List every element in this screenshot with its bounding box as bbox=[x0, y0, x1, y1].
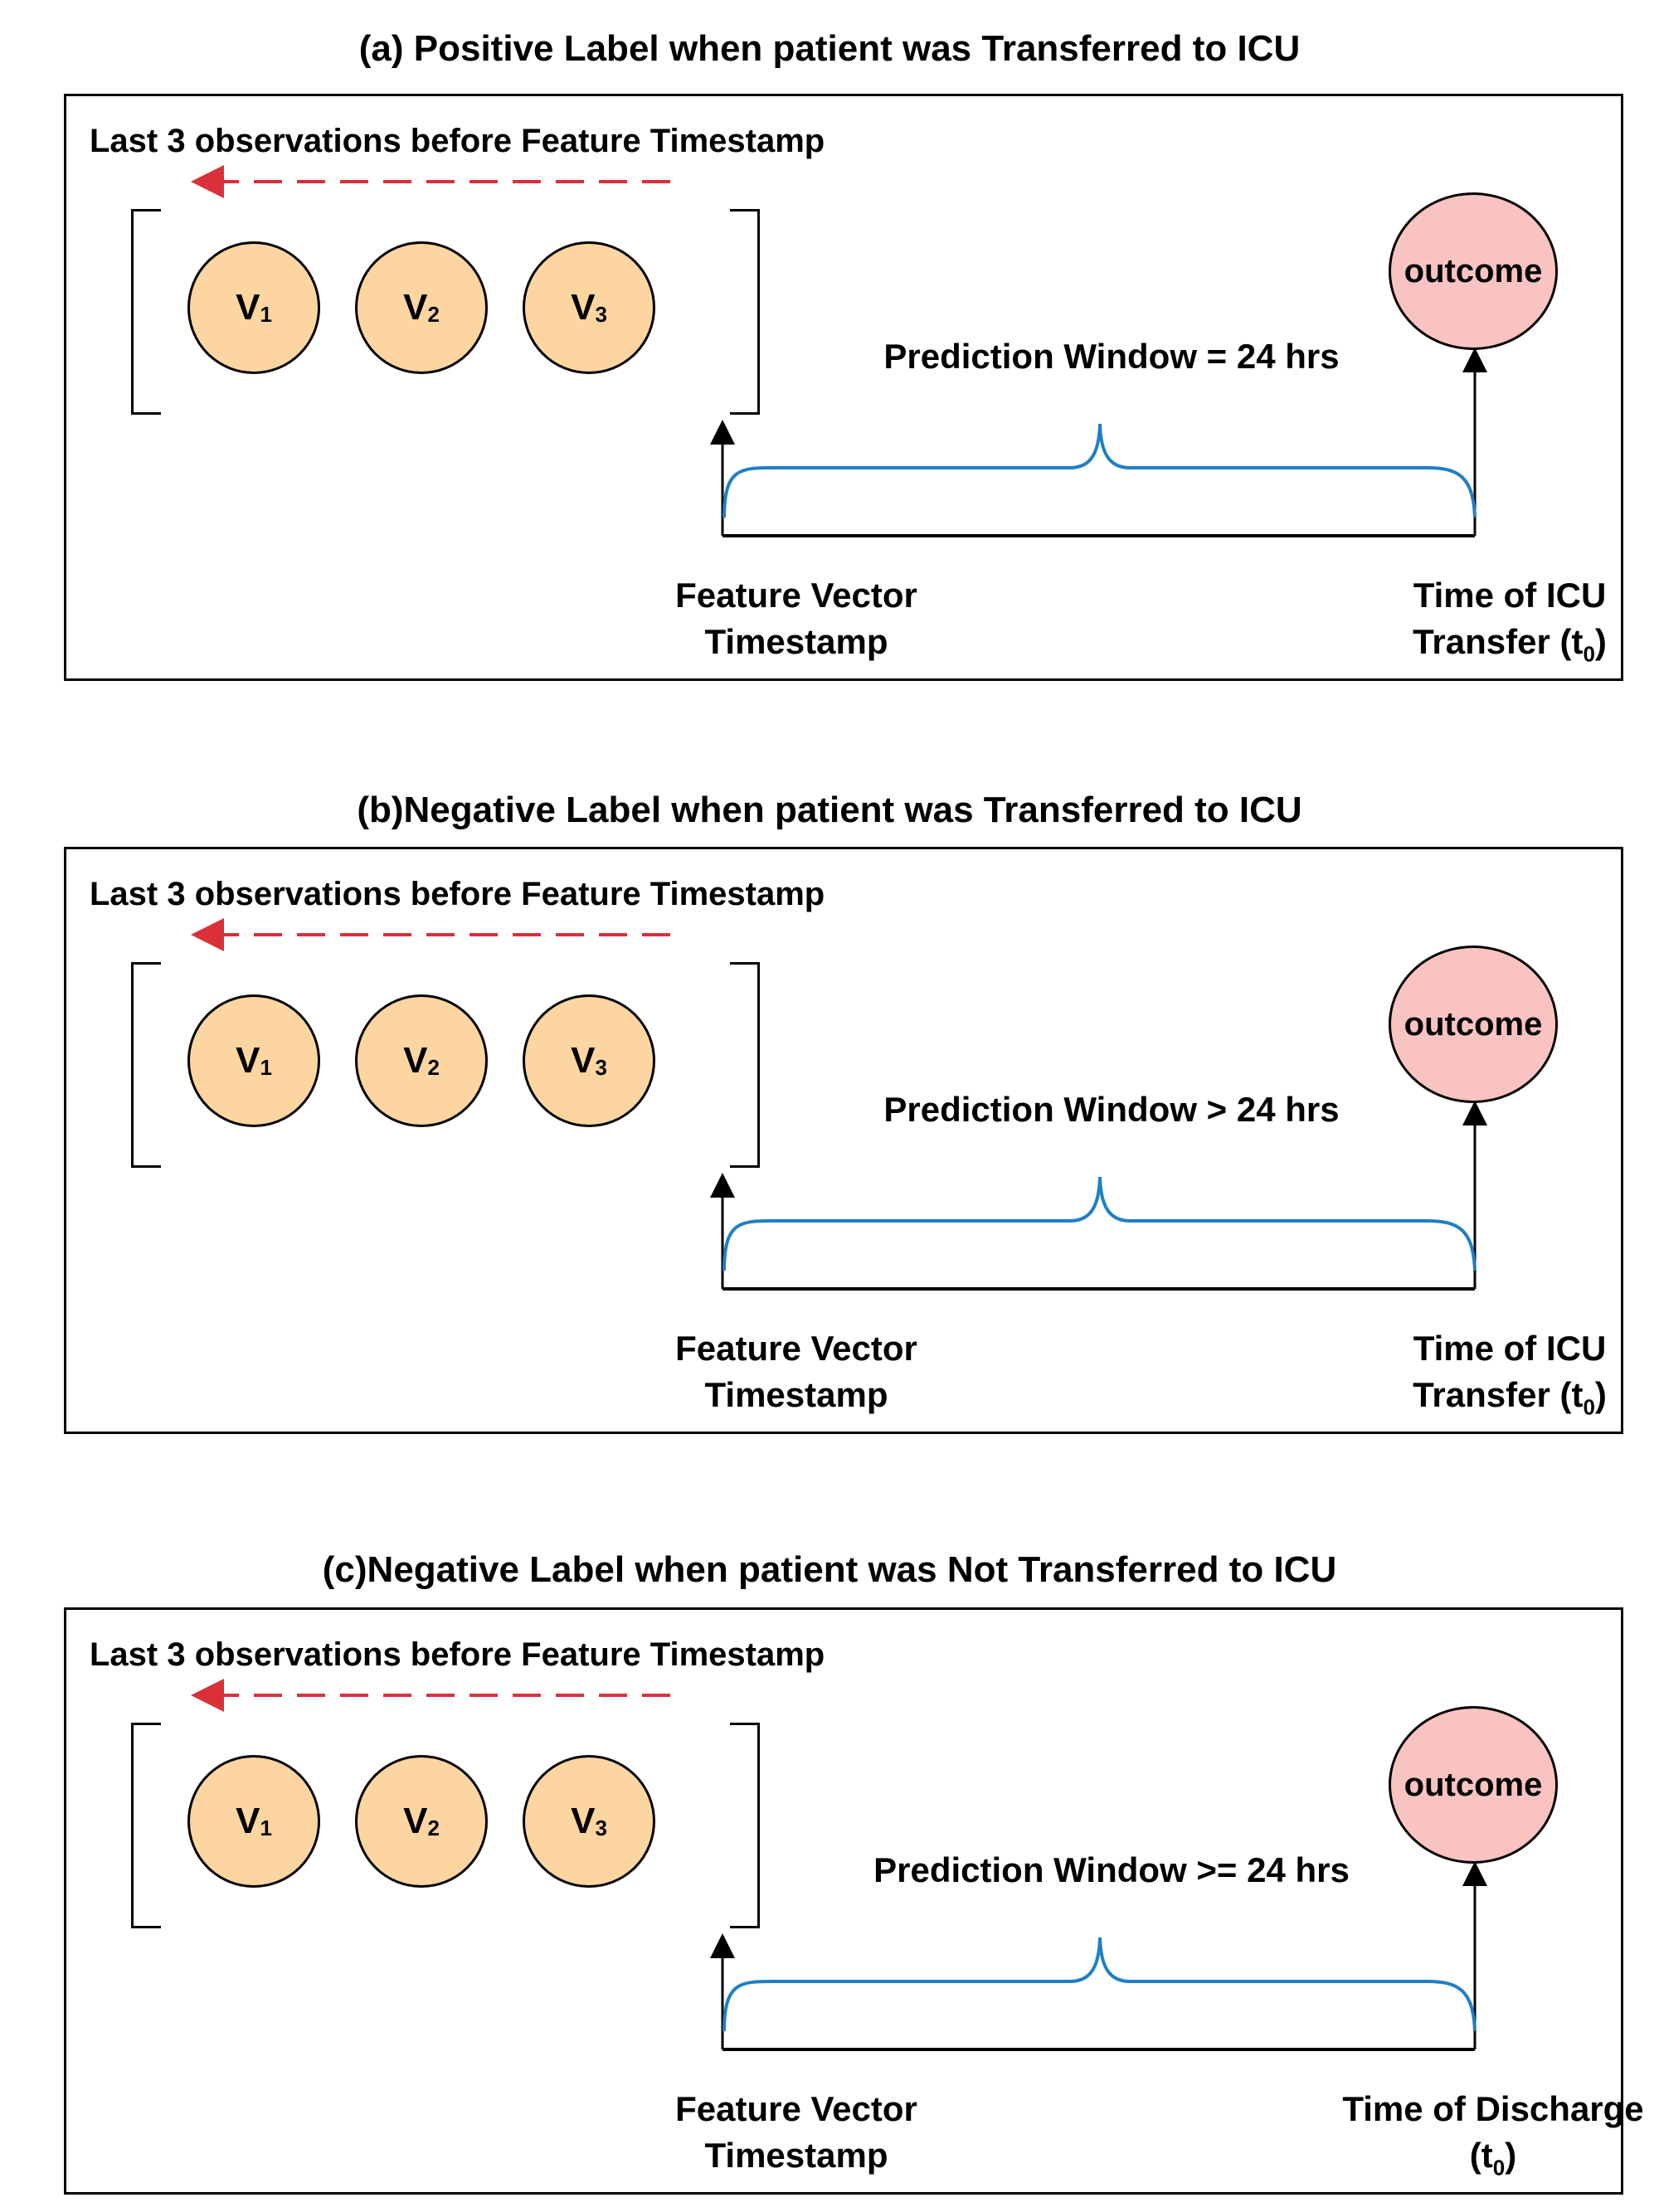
outcome-node: outcome bbox=[1389, 946, 1558, 1103]
right-bracket bbox=[730, 962, 760, 1168]
panel-b: Last 3 observations before Feature Times… bbox=[64, 847, 1623, 1434]
observations-label: Last 3 observations before Feature Times… bbox=[90, 123, 825, 159]
prediction-window-brace bbox=[722, 423, 1477, 518]
timeline-graphic bbox=[191, 165, 1487, 537]
outcome-node: outcome bbox=[1389, 192, 1558, 350]
timeline-graphic bbox=[191, 918, 1487, 1291]
left-bracket bbox=[131, 1723, 161, 1928]
prediction-window-label: Prediction Window > 24 hrs bbox=[883, 1090, 1340, 1129]
discharge-time-label: Time of Discharge(t0) bbox=[1342, 2089, 1644, 2180]
left-bracket bbox=[131, 962, 161, 1168]
prediction-window-brace bbox=[722, 1176, 1477, 1271]
panel-c: Last 3 observations before Feature Times… bbox=[64, 1607, 1644, 2195]
left-bracket bbox=[131, 209, 161, 415]
right-bracket bbox=[730, 1723, 760, 1928]
observations-label: Last 3 observations before Feature Times… bbox=[90, 876, 825, 912]
prediction-window-brace bbox=[722, 1937, 1477, 2032]
panel-c-title: (c)Negative Label when patient was Not T… bbox=[322, 1549, 1337, 1590]
panel-b-title: (b)Negative Label when patient was Trans… bbox=[357, 790, 1302, 830]
right-bracket bbox=[730, 209, 760, 415]
panel-a-title: (a) Positive Label when patient was Tran… bbox=[358, 28, 1301, 69]
prediction-window-label: Prediction Window = 24 hrs bbox=[883, 337, 1340, 376]
timeline-graphic bbox=[191, 1679, 1487, 2051]
observations-label: Last 3 observations before Feature Times… bbox=[90, 1636, 825, 1673]
prediction-window-label: Prediction Window >= 24 hrs bbox=[873, 1850, 1350, 1889]
panel-a: Last 3 observations before Feature Times… bbox=[64, 94, 1623, 681]
